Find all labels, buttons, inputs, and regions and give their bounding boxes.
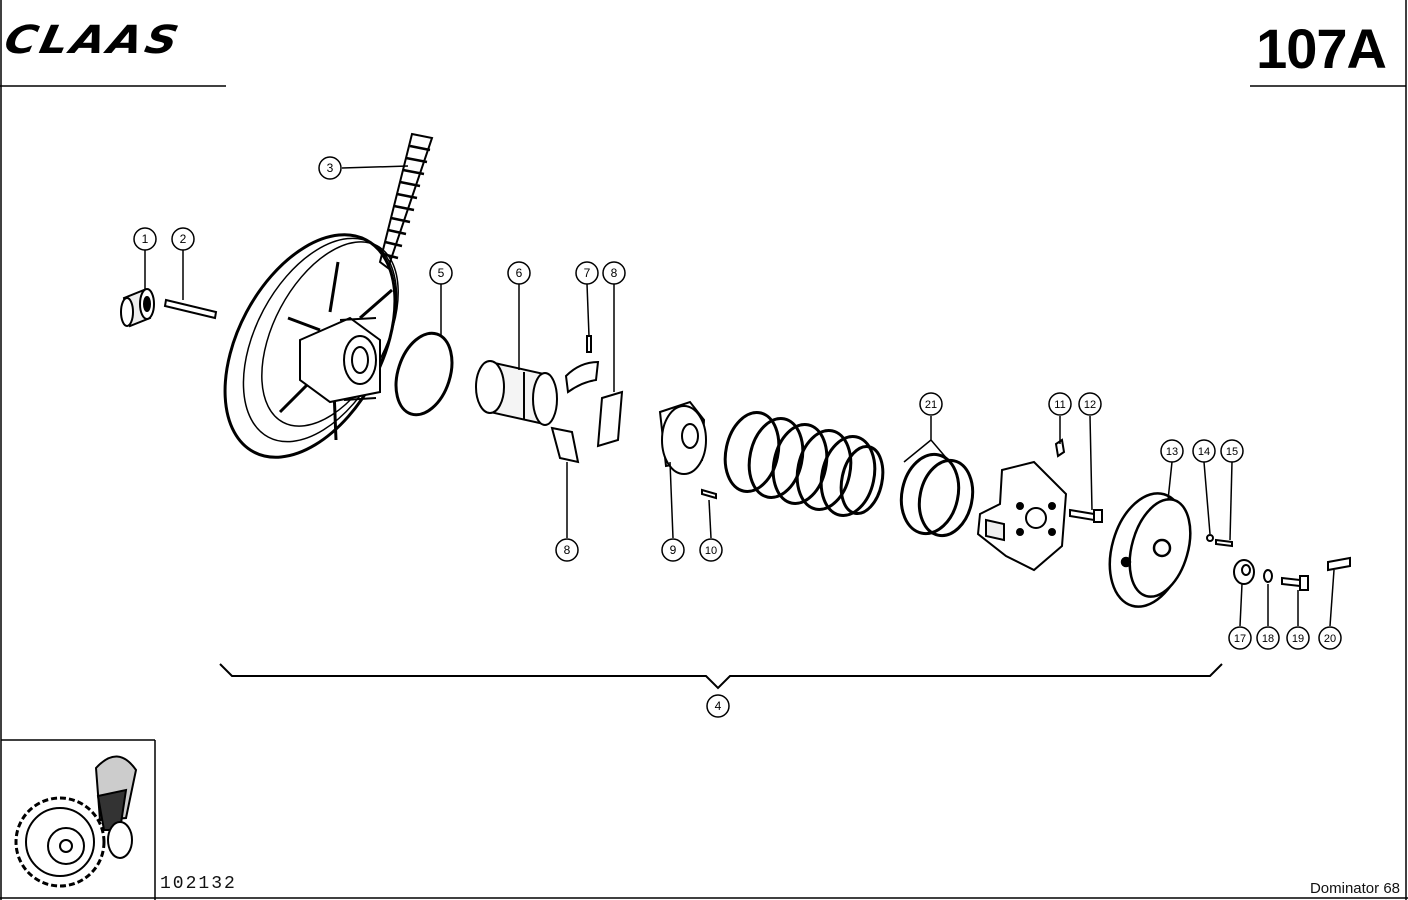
part-18-washer: [1263, 569, 1273, 583]
compression-spring: [723, 411, 885, 517]
variator-pulley: [223, 233, 399, 459]
callout-21: 21: [925, 399, 937, 411]
part-9-hub: [658, 400, 707, 475]
callout-8-top: 8: [611, 266, 618, 280]
part-19-bolt: [1281, 575, 1309, 591]
callout-12: 12: [1084, 399, 1096, 411]
callout-9: 9: [670, 543, 677, 557]
part-17-nut: [1233, 559, 1255, 585]
callout-labels: 1 2 3 5 6 7 8 8 9 10 21 11 12 13 14 15 1…: [142, 161, 1336, 713]
part-13-cover: [1108, 492, 1192, 608]
callout-8-bottom: 8: [564, 543, 571, 557]
part-10-key: [701, 488, 717, 500]
part-3-belt: [378, 132, 434, 270]
part-2-key: [163, 298, 218, 320]
sheet-number: 107A: [1256, 17, 1387, 80]
callout-17: 17: [1234, 633, 1246, 645]
part-15-bolt: [1215, 538, 1233, 548]
part-20-plate: [1327, 556, 1351, 572]
callout-19: 19: [1292, 633, 1304, 645]
callout-7: 7: [584, 266, 591, 280]
part-14-washer: [1206, 534, 1214, 542]
callout-11: 11: [1054, 399, 1065, 411]
callout-10: 10: [705, 545, 717, 557]
callout-circles: [133, 156, 1342, 718]
part-12-screw: [1069, 508, 1103, 523]
callout-13: 13: [1166, 446, 1178, 458]
part-5-ring: [394, 331, 454, 417]
part-8-shoes: [550, 360, 624, 464]
claas-logo: CLAAS: [0, 18, 186, 63]
callout-6: 6: [516, 266, 523, 280]
part-21-rings: [899, 452, 975, 538]
callout-2: 2: [180, 232, 187, 246]
callout-1: 1: [142, 232, 149, 246]
location-thumbnail: [14, 755, 138, 888]
callout-3: 3: [327, 161, 334, 175]
document-number: 102132: [160, 874, 237, 894]
part-7-pin: [586, 335, 592, 353]
callout-5: 5: [438, 266, 445, 280]
cam-plate: [976, 460, 1068, 572]
callout-14: 14: [1198, 446, 1210, 458]
callout-20: 20: [1324, 633, 1336, 645]
callout-18: 18: [1262, 633, 1274, 645]
part-1-bearing: [120, 288, 155, 328]
part-6-sleeve: [475, 360, 558, 426]
callout-15: 15: [1226, 446, 1238, 458]
callout-4: 4: [715, 699, 722, 713]
leader-lines: [144, 165, 1335, 690]
machine-model: Dominator 68: [1309, 880, 1400, 897]
